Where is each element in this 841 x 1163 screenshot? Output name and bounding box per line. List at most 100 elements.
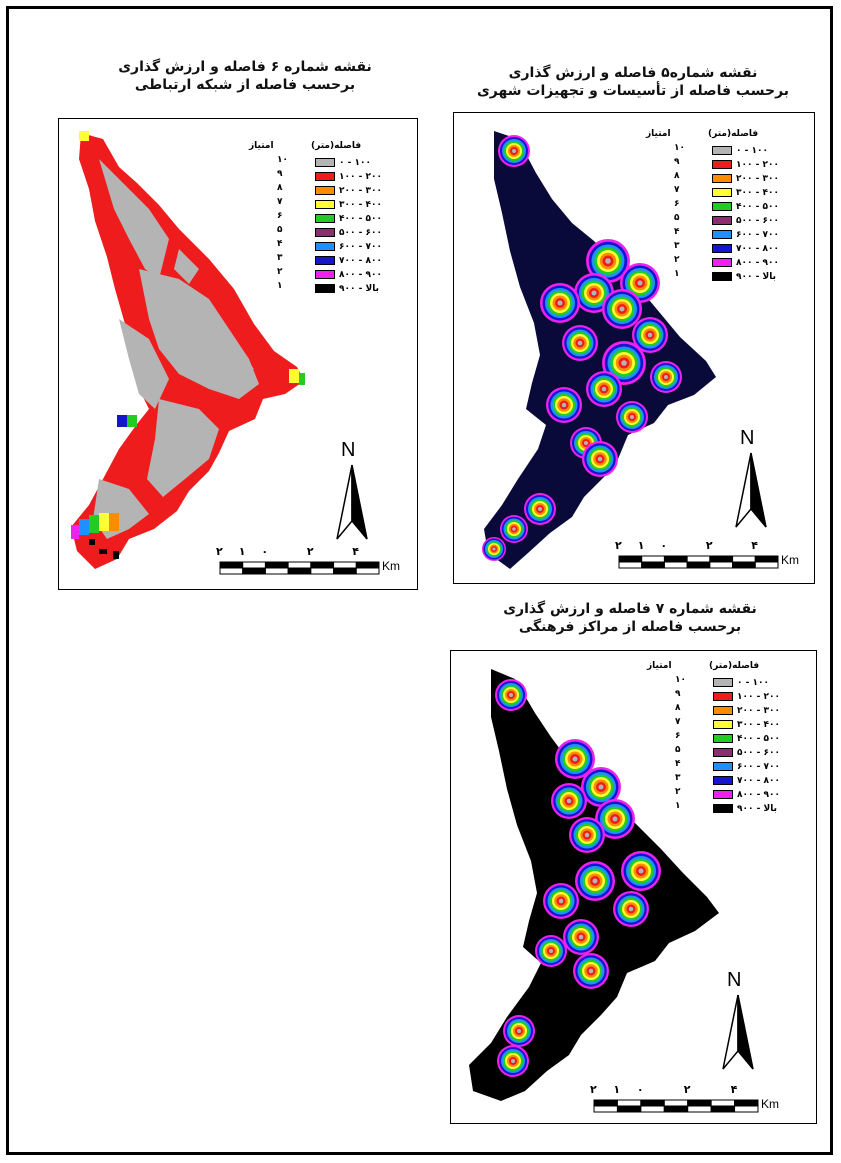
legend-class-label: ۲۰۰ - ۳۰۰ — [737, 705, 780, 716]
legend-swatch — [712, 202, 732, 211]
buffer-ring — [630, 415, 634, 419]
buffer-ring — [561, 402, 567, 408]
legend-swatch — [713, 692, 733, 701]
buffer-ring — [598, 784, 604, 790]
legend-class-row: ۷۰۰ - ۸۰۰ — [712, 243, 779, 254]
scale-segment — [663, 561, 688, 569]
buffer-ring — [597, 456, 603, 462]
legend-class-row: ۶۰۰ - ۷۰۰ — [315, 241, 382, 252]
legend-score-value: ۱ — [277, 281, 283, 291]
scale-tick-label: ۴ — [751, 539, 758, 552]
legend-class-label: ۰ - ۱۰۰ — [339, 157, 371, 168]
map6-region — [71, 131, 305, 569]
legend-class-row: ۴۰۰ - ۵۰۰ — [712, 201, 779, 212]
legend-swatch — [712, 258, 732, 267]
scale-segment — [732, 561, 756, 569]
scale-unit: Km — [781, 553, 799, 567]
scale-segment — [732, 555, 756, 563]
legend-class-label: ۱۰۰ - ۲۰۰ — [737, 691, 780, 702]
legend-swatch — [713, 720, 733, 729]
legend-score-value: ۴ — [277, 239, 283, 249]
scale-segment — [640, 1105, 665, 1113]
north-label: N — [727, 969, 742, 991]
page-frame — [6, 6, 833, 1155]
scale-segment — [686, 555, 711, 563]
north-label: N — [341, 439, 356, 461]
buffer-ring — [605, 258, 611, 264]
legend-class-row: ۰ - ۱۰۰ — [712, 145, 768, 156]
legend-score-value: ۷ — [674, 185, 680, 195]
scale-tick-label: ۴ — [730, 1083, 738, 1096]
legend-class-label: ۴۰۰ - ۵۰۰ — [737, 733, 780, 744]
map5-title-line1: نقشه شماره۵ فاصله و ارزش گذاری — [508, 65, 758, 81]
legend-swatch — [315, 270, 335, 279]
legend-swatch — [712, 244, 732, 253]
scale-tick-label: ۲ — [683, 1083, 691, 1096]
buffer-ring — [584, 832, 590, 838]
scale-segment — [687, 1099, 712, 1107]
scale-segment — [616, 1099, 642, 1107]
scale-segment — [310, 561, 335, 569]
scale-segment — [687, 1105, 712, 1113]
scale-segment — [333, 561, 357, 569]
legend-swatch — [712, 272, 732, 281]
buffer-ring — [577, 340, 583, 346]
legend-score-header: امتیاز — [249, 141, 274, 151]
map7-north-arrow: N — [713, 969, 763, 1070]
buffer-ring — [619, 306, 625, 312]
legend-score-value: ۲ — [674, 255, 680, 265]
legend-class-label: ۲۰۰ - ۳۰۰ — [736, 173, 779, 184]
scale-segment — [709, 561, 734, 569]
legend-class-row: ۰ - ۱۰۰ — [315, 157, 371, 168]
legend-score-value: ۹ — [674, 157, 680, 167]
scale-segment — [754, 555, 779, 563]
legend-score-value: ۱ — [674, 269, 680, 279]
legend-class-label: ۸۰۰ - ۹۰۰ — [339, 269, 382, 280]
scale-tick-label: ۱ — [238, 545, 246, 558]
buffer-ring — [511, 1059, 515, 1063]
map5-north-arrow: N — [726, 427, 776, 528]
legend-score-value: ۳ — [675, 773, 681, 783]
legend-score-value: ۳ — [674, 241, 680, 251]
legend-swatch — [713, 790, 733, 799]
buffer-ring — [549, 949, 553, 953]
legend-class-label: ۶۰۰ - ۷۰۰ — [737, 761, 780, 772]
legend-class-row: ۴۰۰ - ۵۰۰ — [315, 213, 382, 224]
buffer-ring — [517, 1029, 521, 1033]
scale-segment — [734, 1099, 759, 1107]
map5-title: نقشه شماره۵ فاصله و ارزش گذاری برحسب فاص… — [438, 64, 828, 100]
legend-score-value: ۵ — [675, 745, 681, 755]
legend-score-value: ۱۰ — [674, 143, 685, 153]
legend-swatch — [315, 186, 335, 195]
scale-tick-label: ۲ — [590, 1083, 597, 1096]
legend-swatch — [713, 706, 733, 715]
map7-title-line1: نقشه شماره ۷ فاصله و ارزش گذاری — [503, 601, 757, 617]
scale-segment — [355, 561, 380, 569]
scale-segment — [219, 561, 244, 569]
legend-class-row: ۸۰۰ - ۹۰۰ — [713, 789, 780, 800]
scale-segment — [686, 561, 711, 569]
legend-class-row: ۰ - ۱۰۰ — [713, 677, 769, 688]
buffer-ring — [492, 547, 496, 551]
scale-tick-label: ۲ — [615, 539, 622, 552]
legend-distance-header: فاصله(متر) — [709, 661, 760, 671]
legend-score-value: ۱ — [675, 801, 681, 811]
legend-swatch — [712, 160, 732, 169]
legend-score-value: ۷ — [277, 197, 283, 207]
legend-score-value: ۹ — [277, 169, 283, 179]
map6-north-arrow: N — [327, 439, 377, 540]
legend-score-value: ۶ — [277, 211, 283, 221]
legend-score-header: امتیاز — [647, 661, 672, 671]
scale-segment — [734, 1105, 759, 1113]
legend-class-label: بالا - ۹۰۰ — [737, 803, 777, 814]
scale-segment — [640, 1099, 665, 1107]
map7-title-line2: برحسب فاصله از مراکز فرهنگی — [518, 619, 742, 635]
legend-distance-header: فاصله(متر) — [708, 129, 759, 139]
scale-segment — [333, 567, 357, 575]
scale-segment — [264, 561, 289, 569]
